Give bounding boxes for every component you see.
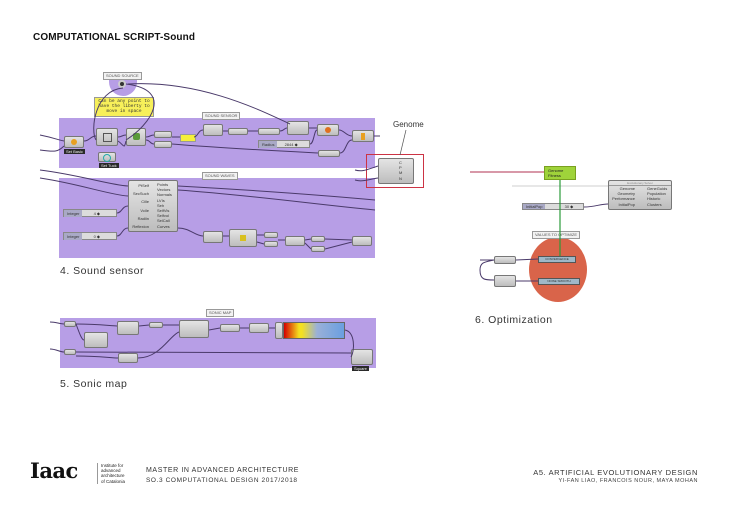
graph-node[interactable] — [287, 121, 309, 135]
radius-slider[interactable]: Radius 2844 ◆ — [258, 140, 310, 148]
wire — [479, 259, 495, 281]
solver-header: Evolutionary Solver — [609, 181, 671, 186]
pull-node[interactable] — [203, 124, 223, 136]
remap-node[interactable] — [179, 320, 209, 338]
construct-node[interactable] — [229, 229, 257, 247]
fx-node-2[interactable] — [318, 150, 340, 157]
iaac-logo: Iaac — [30, 458, 78, 483]
subtract-node[interactable] — [494, 275, 516, 287]
sound-source-point-icon[interactable] — [118, 80, 126, 88]
relay-sonic-3[interactable] — [64, 349, 76, 355]
page-title: COMPUTATIONAL SCRIPT-Sound — [33, 32, 196, 43]
evaluate-icon — [325, 127, 331, 133]
relay-sonic-1[interactable] — [64, 321, 76, 327]
integer-slider-2[interactable]: Integer 0 ◆ — [63, 232, 117, 240]
gradient-node[interactable] — [249, 323, 269, 333]
move-icon — [132, 133, 140, 140]
evolutionary-solver-node[interactable]: Evolutionary Solver Genome Geometry Perf… — [608, 180, 672, 210]
node-tag-set-tuck: Set Tuck — [99, 163, 119, 168]
thumb-node-3[interactable] — [118, 353, 138, 363]
project-authors: YI-FAN LIAO, FRANCOIS NOUR, MAYA MOHAN — [558, 478, 698, 484]
evaluate-node[interactable] — [317, 124, 339, 136]
point-node[interactable] — [64, 136, 84, 148]
relay-node-1[interactable] — [264, 232, 278, 238]
sphere-node[interactable] — [154, 131, 172, 138]
circle-icon — [103, 154, 111, 162]
sonic-map-label: SONIC MAP — [206, 309, 235, 317]
plane-icon — [102, 133, 112, 142]
relay-sonic-2[interactable] — [149, 322, 163, 328]
sound-waves-label: SOUND WAVES — [202, 172, 238, 180]
sound-sensor-caption: 4. Sound sensor — [60, 265, 144, 277]
institute-name: Institute for advanced architecture of C… — [97, 463, 125, 484]
circle-node[interactable] — [98, 152, 116, 162]
preview-node[interactable] — [351, 349, 373, 365]
explode-node[interactable] — [203, 231, 223, 243]
values-to-optimize-label: VALUES TO OPTIMIZE — [532, 231, 581, 239]
thumb-node-2[interactable] — [84, 332, 108, 348]
sound-source-label: SOUND SOURCE — [103, 72, 142, 80]
wire — [583, 203, 609, 208]
construct-icon — [240, 235, 246, 241]
gradient-input-node[interactable] — [275, 322, 283, 339]
relay-node-3[interactable] — [311, 236, 325, 242]
gradient-bar[interactable] — [283, 322, 345, 339]
value-convergence[interactable]: CONVERGENCE — [538, 256, 576, 263]
sound-sensor-label: SOUND SENSOR — [202, 112, 241, 120]
point-icon — [71, 139, 77, 145]
vector-node[interactable] — [228, 128, 248, 135]
fx-node-1[interactable] — [258, 128, 280, 135]
genome-label: Genome — [393, 120, 424, 129]
fitness-node[interactable]: Genome Fitness — [544, 166, 576, 180]
series-node[interactable] — [220, 324, 240, 332]
relay-node-2[interactable] — [264, 241, 278, 247]
optimization-caption: 6. Optimization — [475, 314, 553, 326]
note-panel[interactable]: Can be any point to have the liberty to … — [94, 97, 154, 117]
bar-icon — [361, 133, 365, 140]
curve-node[interactable] — [352, 236, 372, 246]
yellow-panel[interactable] — [180, 134, 196, 142]
project-title: A5. ARTIFICIAL EVOLUTIONARY DESIGN — [533, 468, 698, 477]
integer-slider-1[interactable]: Integer 4 ◆ — [63, 209, 117, 217]
plane-node[interactable] — [96, 128, 118, 146]
sound-waves-group — [59, 178, 375, 258]
node-tag-set-basic: Set Basic — [64, 149, 85, 154]
line-node[interactable] — [285, 236, 305, 246]
optimize-circle — [529, 237, 587, 302]
program-info: MASTER IN ADVANCED ARCHITECTURE SO.3 COM… — [146, 467, 300, 484]
sonic-map-caption: 5. Sonic map — [60, 378, 128, 390]
initialpop-slider[interactable]: InitialPop 30 ◆ — [522, 203, 584, 210]
thumb-node-1[interactable] — [117, 321, 139, 335]
value-noise-smooth[interactable]: NOISE SMOOTH — [538, 278, 580, 285]
move-node[interactable] — [126, 128, 146, 146]
relay-node-4[interactable] — [311, 246, 325, 252]
genome-callout-line — [399, 129, 407, 156]
genome-node[interactable]: C P M N — [378, 158, 414, 184]
sound-waves-node[interactable]: PtSelf SecSuch Cille Vcile Radiin Reflex… — [128, 180, 178, 232]
bar-node[interactable] — [352, 130, 374, 142]
node-tag-square: Square — [352, 366, 369, 371]
brush-node[interactable] — [154, 141, 172, 148]
bar-opt-node[interactable] — [494, 256, 516, 264]
